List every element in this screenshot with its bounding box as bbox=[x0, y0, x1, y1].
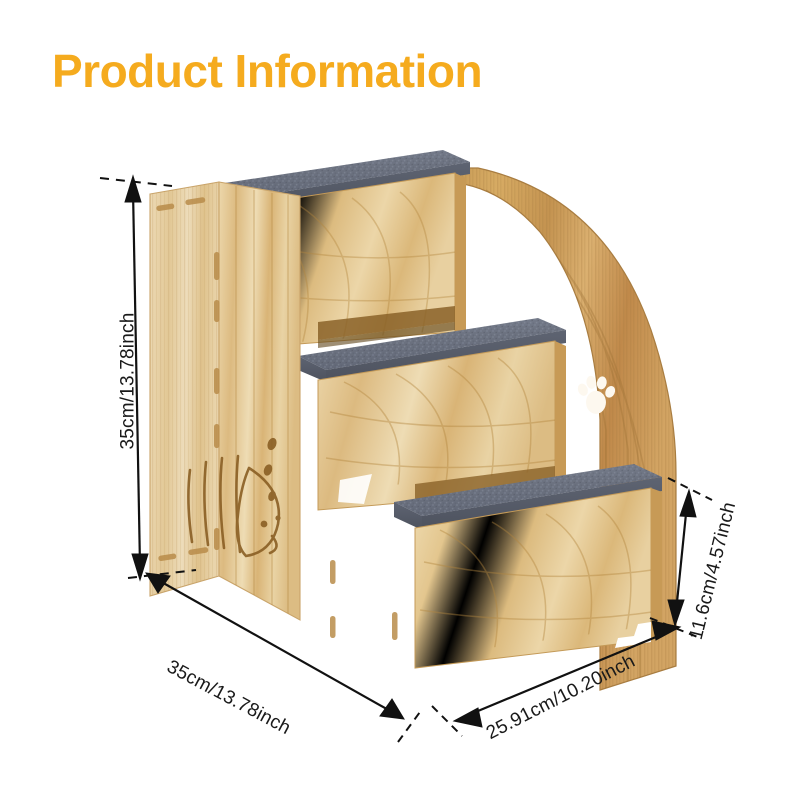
joinery-slots bbox=[156, 197, 220, 562]
page-title: Product Information bbox=[52, 45, 483, 97]
ext-line-height-bottom bbox=[127, 569, 197, 579]
dimension-arrow-depth bbox=[145, 572, 405, 720]
step-bottom bbox=[394, 464, 662, 669]
ext-line-depth-end bbox=[397, 711, 421, 743]
middle-divider-panel bbox=[330, 560, 398, 640]
dimension-arrow-height bbox=[124, 174, 149, 582]
step-middle bbox=[298, 318, 566, 511]
fish-engraving bbox=[187, 437, 281, 558]
dimension-arrow-step-height bbox=[667, 488, 697, 628]
joinery-slots-middle bbox=[330, 560, 398, 640]
ext-line-step-bottom bbox=[649, 617, 701, 639]
ext-line-width-start bbox=[431, 705, 463, 737]
dimension-label-height: 35cm/13.78inch bbox=[117, 312, 139, 450]
dimension-annotations bbox=[99, 174, 713, 743]
left-side-panel bbox=[149, 181, 301, 621]
paw-print-icon-lower bbox=[577, 375, 616, 414]
ext-line-height-top bbox=[99, 177, 173, 187]
